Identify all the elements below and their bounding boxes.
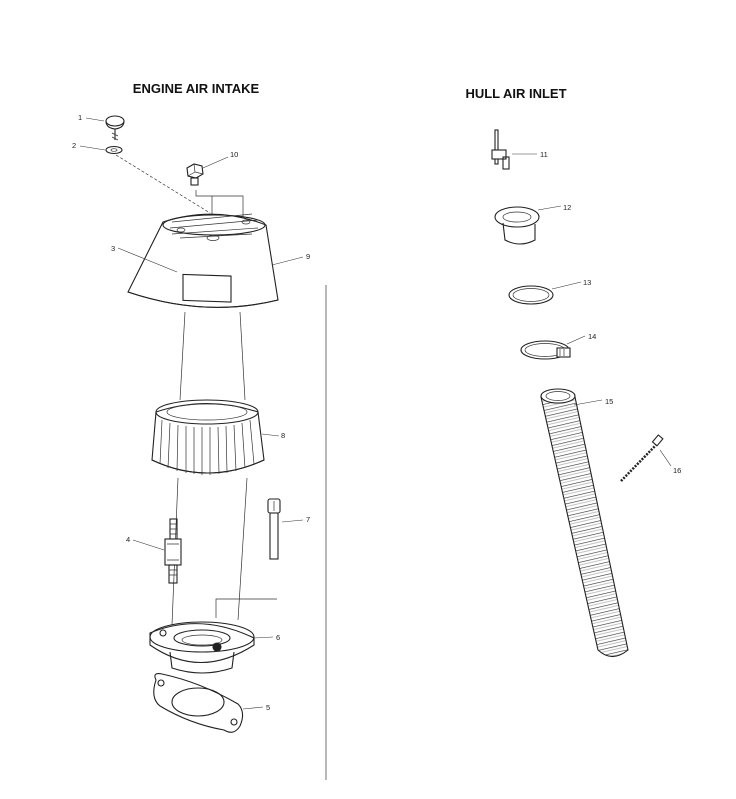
part-4-fitting xyxy=(164,518,182,584)
part-2-washer xyxy=(105,145,123,155)
part-6-base xyxy=(149,621,255,674)
callout-13: 13 xyxy=(583,278,591,287)
callout-9: 9 xyxy=(306,252,310,261)
part-11-pin xyxy=(491,129,510,170)
callout-11: 11 xyxy=(540,150,548,159)
callout-15: 15 xyxy=(605,397,613,406)
callout-12: 12 xyxy=(563,203,571,212)
part-5-gasket xyxy=(153,673,244,733)
part-8-air-filter xyxy=(151,399,265,475)
callout-7: 7 xyxy=(306,515,310,524)
part-1-cap xyxy=(105,115,125,141)
part-14-hose-clamp xyxy=(520,340,571,360)
callout-16: 16 xyxy=(673,466,681,475)
callout-8: 8 xyxy=(281,431,285,440)
hull-air-inlet-title: HULL AIR INLET xyxy=(465,86,566,101)
part-7-bolt xyxy=(267,498,281,560)
part-13-o-ring xyxy=(508,285,554,305)
callout-3: 3 xyxy=(111,244,115,253)
callout-5: 5 xyxy=(266,703,270,712)
part-9-cover xyxy=(127,213,279,308)
callout-6: 6 xyxy=(276,633,280,642)
part-12-sleeve xyxy=(494,206,540,245)
callout-1: 1 xyxy=(78,113,82,122)
callout-14: 14 xyxy=(588,332,596,341)
callout-2: 2 xyxy=(72,141,76,150)
part-16-cable-tie xyxy=(620,434,664,482)
callout-4: 4 xyxy=(126,535,130,544)
part-10-nut xyxy=(186,163,204,186)
engine-air-intake-title: ENGINE AIR INTAKE xyxy=(133,81,260,96)
callout-10: 10 xyxy=(230,150,238,159)
part-15-hose xyxy=(540,388,629,658)
